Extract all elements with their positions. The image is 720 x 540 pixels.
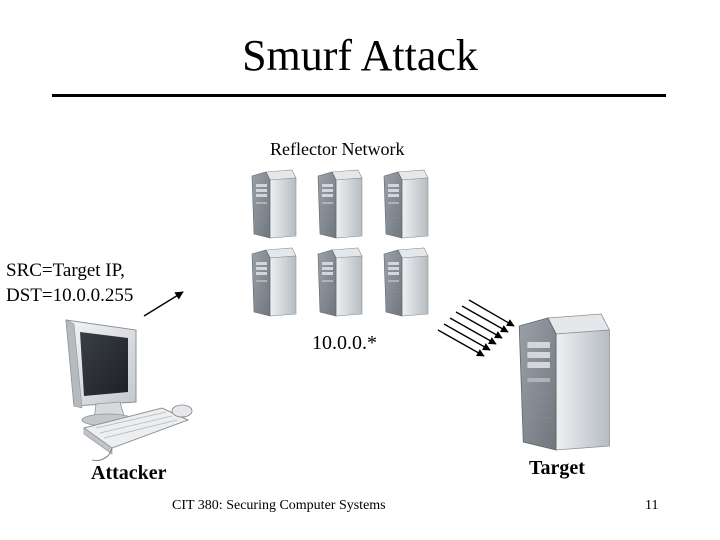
attacker-label: Attacker — [91, 462, 167, 484]
page-number: 11 — [645, 498, 659, 513]
reply-arrow — [468, 299, 515, 327]
reply-arrows — [437, 299, 515, 357]
server-tower-icon — [317, 247, 363, 317]
footer-course-title: CIT 380: Securing Computer Systems — [172, 498, 386, 513]
reply-arrow — [449, 317, 497, 345]
reply-arrow — [455, 311, 503, 339]
reflector-network-label: Reflector Network — [270, 139, 405, 159]
packet-src-line: SRC=Target IP, — [6, 260, 125, 281]
reply-arrow — [437, 329, 485, 357]
server-tower-icon — [317, 169, 363, 239]
reply-arrow — [461, 305, 509, 333]
title-divider — [52, 94, 666, 97]
desktop-computer-icon — [65, 319, 193, 461]
reflector-network-servers — [251, 169, 429, 317]
server-tower-icon — [251, 169, 297, 239]
packet-dst-line: DST=10.0.0.255 — [6, 285, 134, 306]
server-tower-icon — [251, 247, 297, 317]
server-tower-icon — [383, 169, 429, 239]
reply-arrow — [443, 323, 491, 351]
server-tower-icon — [518, 313, 611, 451]
target-label: Target — [529, 457, 585, 479]
attack-arrow — [143, 291, 184, 317]
slide-title: Smurf Attack — [242, 31, 478, 80]
server-tower-icon — [383, 247, 429, 317]
subnet-label: 10.0.0.* — [312, 332, 377, 354]
packet-header-label: SRC=Target IP, DST=10.0.0.255 — [6, 258, 133, 308]
